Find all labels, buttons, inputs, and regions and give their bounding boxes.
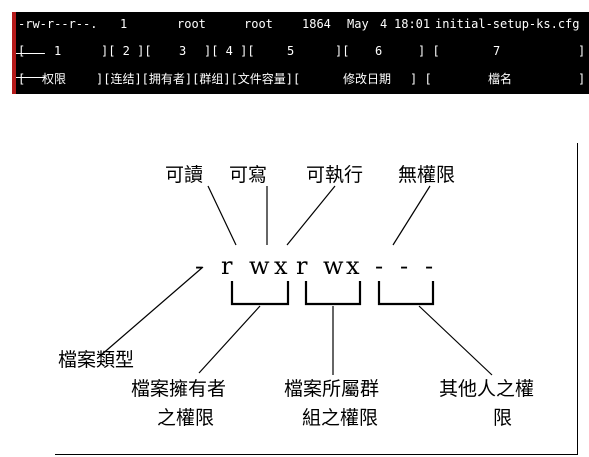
perm-char-group-w: w	[323, 252, 344, 280]
terminal-panel: -rw-r--r--. 1 root root 1864 May 4 18:01…	[12, 12, 589, 94]
column-index-row: [ 1 ][ 2 ][ 3 ][ 4 ][ 5 ][ 6 ] [ 7 ]	[16, 39, 589, 63]
perm-string: -rw-r--r--.	[18, 17, 98, 31]
column-index-5: 5	[287, 44, 295, 58]
mod-day: 4	[380, 17, 388, 31]
perm-char-others-1: -	[375, 252, 384, 280]
column-label-group: ][连结][拥有者][群组][文件容量][	[96, 72, 301, 86]
column-label-filename: 檔名	[488, 72, 513, 86]
bracket: ] [	[410, 72, 432, 86]
label-others-line1: 其他人之權	[439, 378, 535, 400]
bracket-owner	[230, 281, 290, 306]
perm-char-type: -	[195, 252, 204, 280]
pointer-others	[418, 305, 493, 376]
label-group-line2: 組之權限	[302, 407, 379, 429]
file-size: 1864	[302, 17, 331, 31]
label-no-perm: 無權限	[398, 164, 456, 186]
pointer-execute	[286, 185, 336, 246]
bracket: ]	[578, 72, 586, 86]
bracket-group	[304, 281, 362, 306]
perm-char-group-r: r	[296, 252, 308, 280]
label-file-type: 檔案類型	[58, 349, 135, 371]
link-count: 1	[120, 17, 128, 31]
label-execute: 可執行	[306, 164, 364, 186]
label-others-line2: 限	[493, 407, 513, 429]
perm-char-owner-w: w	[249, 252, 270, 280]
pointer-file-type	[99, 266, 204, 357]
column-index-7: 7	[493, 44, 501, 58]
column-index-2-group: ][ 2 ][	[101, 44, 152, 58]
column-index-3: 3	[179, 44, 187, 58]
perm-char-owner-r: r	[221, 252, 233, 280]
group-name: root	[244, 17, 273, 31]
label-owner-line1: 檔案擁有者	[131, 378, 227, 400]
perm-char-group-x: x	[346, 252, 360, 280]
mod-time: 18:01	[394, 17, 431, 31]
column-index-4-group: ][ 4 ][	[204, 44, 255, 58]
ls-output-row: -rw-r--r--. 1 root root 1864 May 4 18:01…	[16, 12, 589, 36]
bracket: [	[18, 44, 26, 58]
label-group-line1: 檔案所屬群	[284, 378, 380, 400]
bracket: ]	[578, 44, 586, 58]
label-write: 可寫	[229, 164, 268, 186]
owner-name: root	[177, 17, 206, 31]
column-index-1: 1	[54, 44, 62, 58]
pointer-owner	[198, 305, 261, 374]
file-name: initial-setup-ks.cfg	[435, 17, 580, 31]
column-label-row: [ 权限 ][连结][拥有者][群组][文件容量][ 修改日期 ] [ 檔名 ]	[16, 67, 589, 91]
column-label-date: 修改日期	[343, 72, 392, 86]
bracket: [	[18, 72, 26, 86]
bracket: ] [	[418, 44, 440, 58]
label-owner-line2: 之權限	[157, 407, 215, 429]
label-read: 可讀	[165, 164, 204, 186]
diagram-lines	[99, 185, 493, 376]
bracket-others	[377, 281, 435, 306]
pointer-no-perm	[392, 185, 431, 246]
perm-char-owner-x: x	[274, 252, 288, 280]
mod-month: May	[347, 17, 369, 31]
permission-diagram: 可讀 可寫 可執行 無權限 - r w x r w x - - - 檔案類型 檔…	[55, 143, 578, 455]
bracket: ][	[335, 44, 350, 58]
perm-char-others-2: -	[400, 252, 409, 280]
perm-char-others-3: -	[425, 252, 434, 280]
pointer-read	[207, 185, 237, 246]
column-label-perms: 权限	[42, 72, 67, 86]
column-index-6: 6	[375, 44, 383, 58]
